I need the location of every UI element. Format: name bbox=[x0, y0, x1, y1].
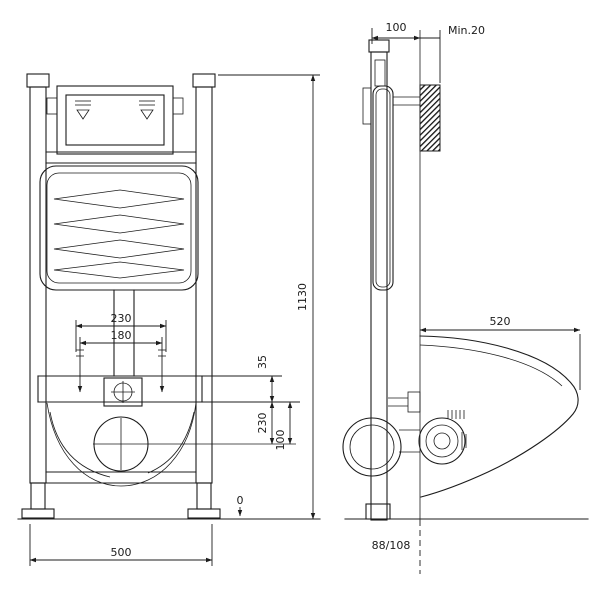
dimensions: 100 Min.20 1130 230 180 bbox=[29, 21, 581, 566]
dim-outlet-height-label: 100 bbox=[274, 430, 287, 451]
frame-profile bbox=[362, 39, 421, 521]
floor-level-label: 0 bbox=[237, 494, 244, 507]
outlet-spigot bbox=[418, 410, 467, 465]
dim-tank-width-label: 230 bbox=[111, 312, 132, 325]
dim-height-1130: 1130 bbox=[218, 74, 320, 520]
cistern-profile bbox=[372, 59, 394, 291]
dim-bracket-label: 35 bbox=[256, 355, 269, 369]
drain-outlet bbox=[93, 416, 296, 472]
dim-outlet-drop-230: 230 bbox=[256, 401, 275, 445]
profile-foot bbox=[365, 503, 391, 520]
foot-plate-left bbox=[21, 508, 55, 519]
dim-outlet-drop-label: 230 bbox=[256, 413, 269, 434]
rail-right bbox=[195, 86, 213, 484]
dim-bolt-spacing-label: 180 bbox=[111, 329, 132, 342]
wall-anchor bbox=[407, 391, 421, 413]
dim-depth-100: 100 bbox=[371, 21, 421, 44]
dim-width-500: 500 bbox=[29, 524, 213, 566]
water-level-mark-left bbox=[75, 100, 91, 120]
fill-valve bbox=[374, 59, 386, 87]
front-view bbox=[17, 73, 321, 520]
dim-tank-width-230: 230 bbox=[75, 312, 167, 352]
wall bbox=[419, 30, 441, 574]
mounting-bracket bbox=[37, 337, 203, 407]
trap-bend bbox=[342, 410, 467, 477]
rail-cap-left bbox=[26, 73, 50, 88]
rail-cap-right bbox=[192, 73, 216, 88]
dim-outlet-pipe: 88/108 bbox=[372, 539, 411, 552]
dim-floor-level-0: 0 bbox=[237, 494, 244, 517]
fixing-bolt-left bbox=[76, 337, 84, 393]
dim-outlet-height-100: 100 bbox=[274, 401, 293, 451]
plate-bracket-right bbox=[172, 97, 184, 115]
dim-bowl-depth-label: 520 bbox=[490, 315, 511, 328]
side-view bbox=[342, 30, 589, 574]
foot-right bbox=[196, 482, 212, 510]
dim-outlet-pipe-label: 88/108 bbox=[372, 539, 411, 552]
dim-bowl-depth-520: 520 bbox=[419, 315, 581, 390]
dim-min-clearance: Min.20 bbox=[420, 24, 485, 83]
foot-left bbox=[30, 482, 46, 510]
dim-depth-label: 100 bbox=[386, 21, 407, 34]
fixing-bolt-right bbox=[158, 337, 166, 393]
wall-hatch-section bbox=[419, 84, 441, 152]
dim-bracket-35: 35 bbox=[202, 355, 300, 403]
water-level-mark-right bbox=[139, 100, 155, 120]
dim-height-label: 1130 bbox=[296, 283, 309, 311]
flush-plate bbox=[45, 85, 197, 164]
dim-min-clearance-label: Min.20 bbox=[448, 24, 485, 37]
cistern bbox=[39, 165, 199, 291]
dim-bolt-spacing-180: 180 bbox=[79, 329, 163, 346]
bowl-profile-side bbox=[419, 335, 579, 498]
flush-pipe bbox=[113, 289, 135, 377]
plate-bracket-left bbox=[46, 97, 58, 115]
foot-plate-right bbox=[187, 508, 221, 519]
rail-left bbox=[29, 86, 47, 484]
connector-box bbox=[103, 377, 143, 407]
plate-edge bbox=[362, 87, 372, 125]
cistern-ribs bbox=[53, 189, 185, 279]
bowl-outline-front bbox=[46, 402, 197, 487]
dim-width-label: 500 bbox=[111, 546, 132, 559]
frame-rails bbox=[17, 73, 321, 520]
